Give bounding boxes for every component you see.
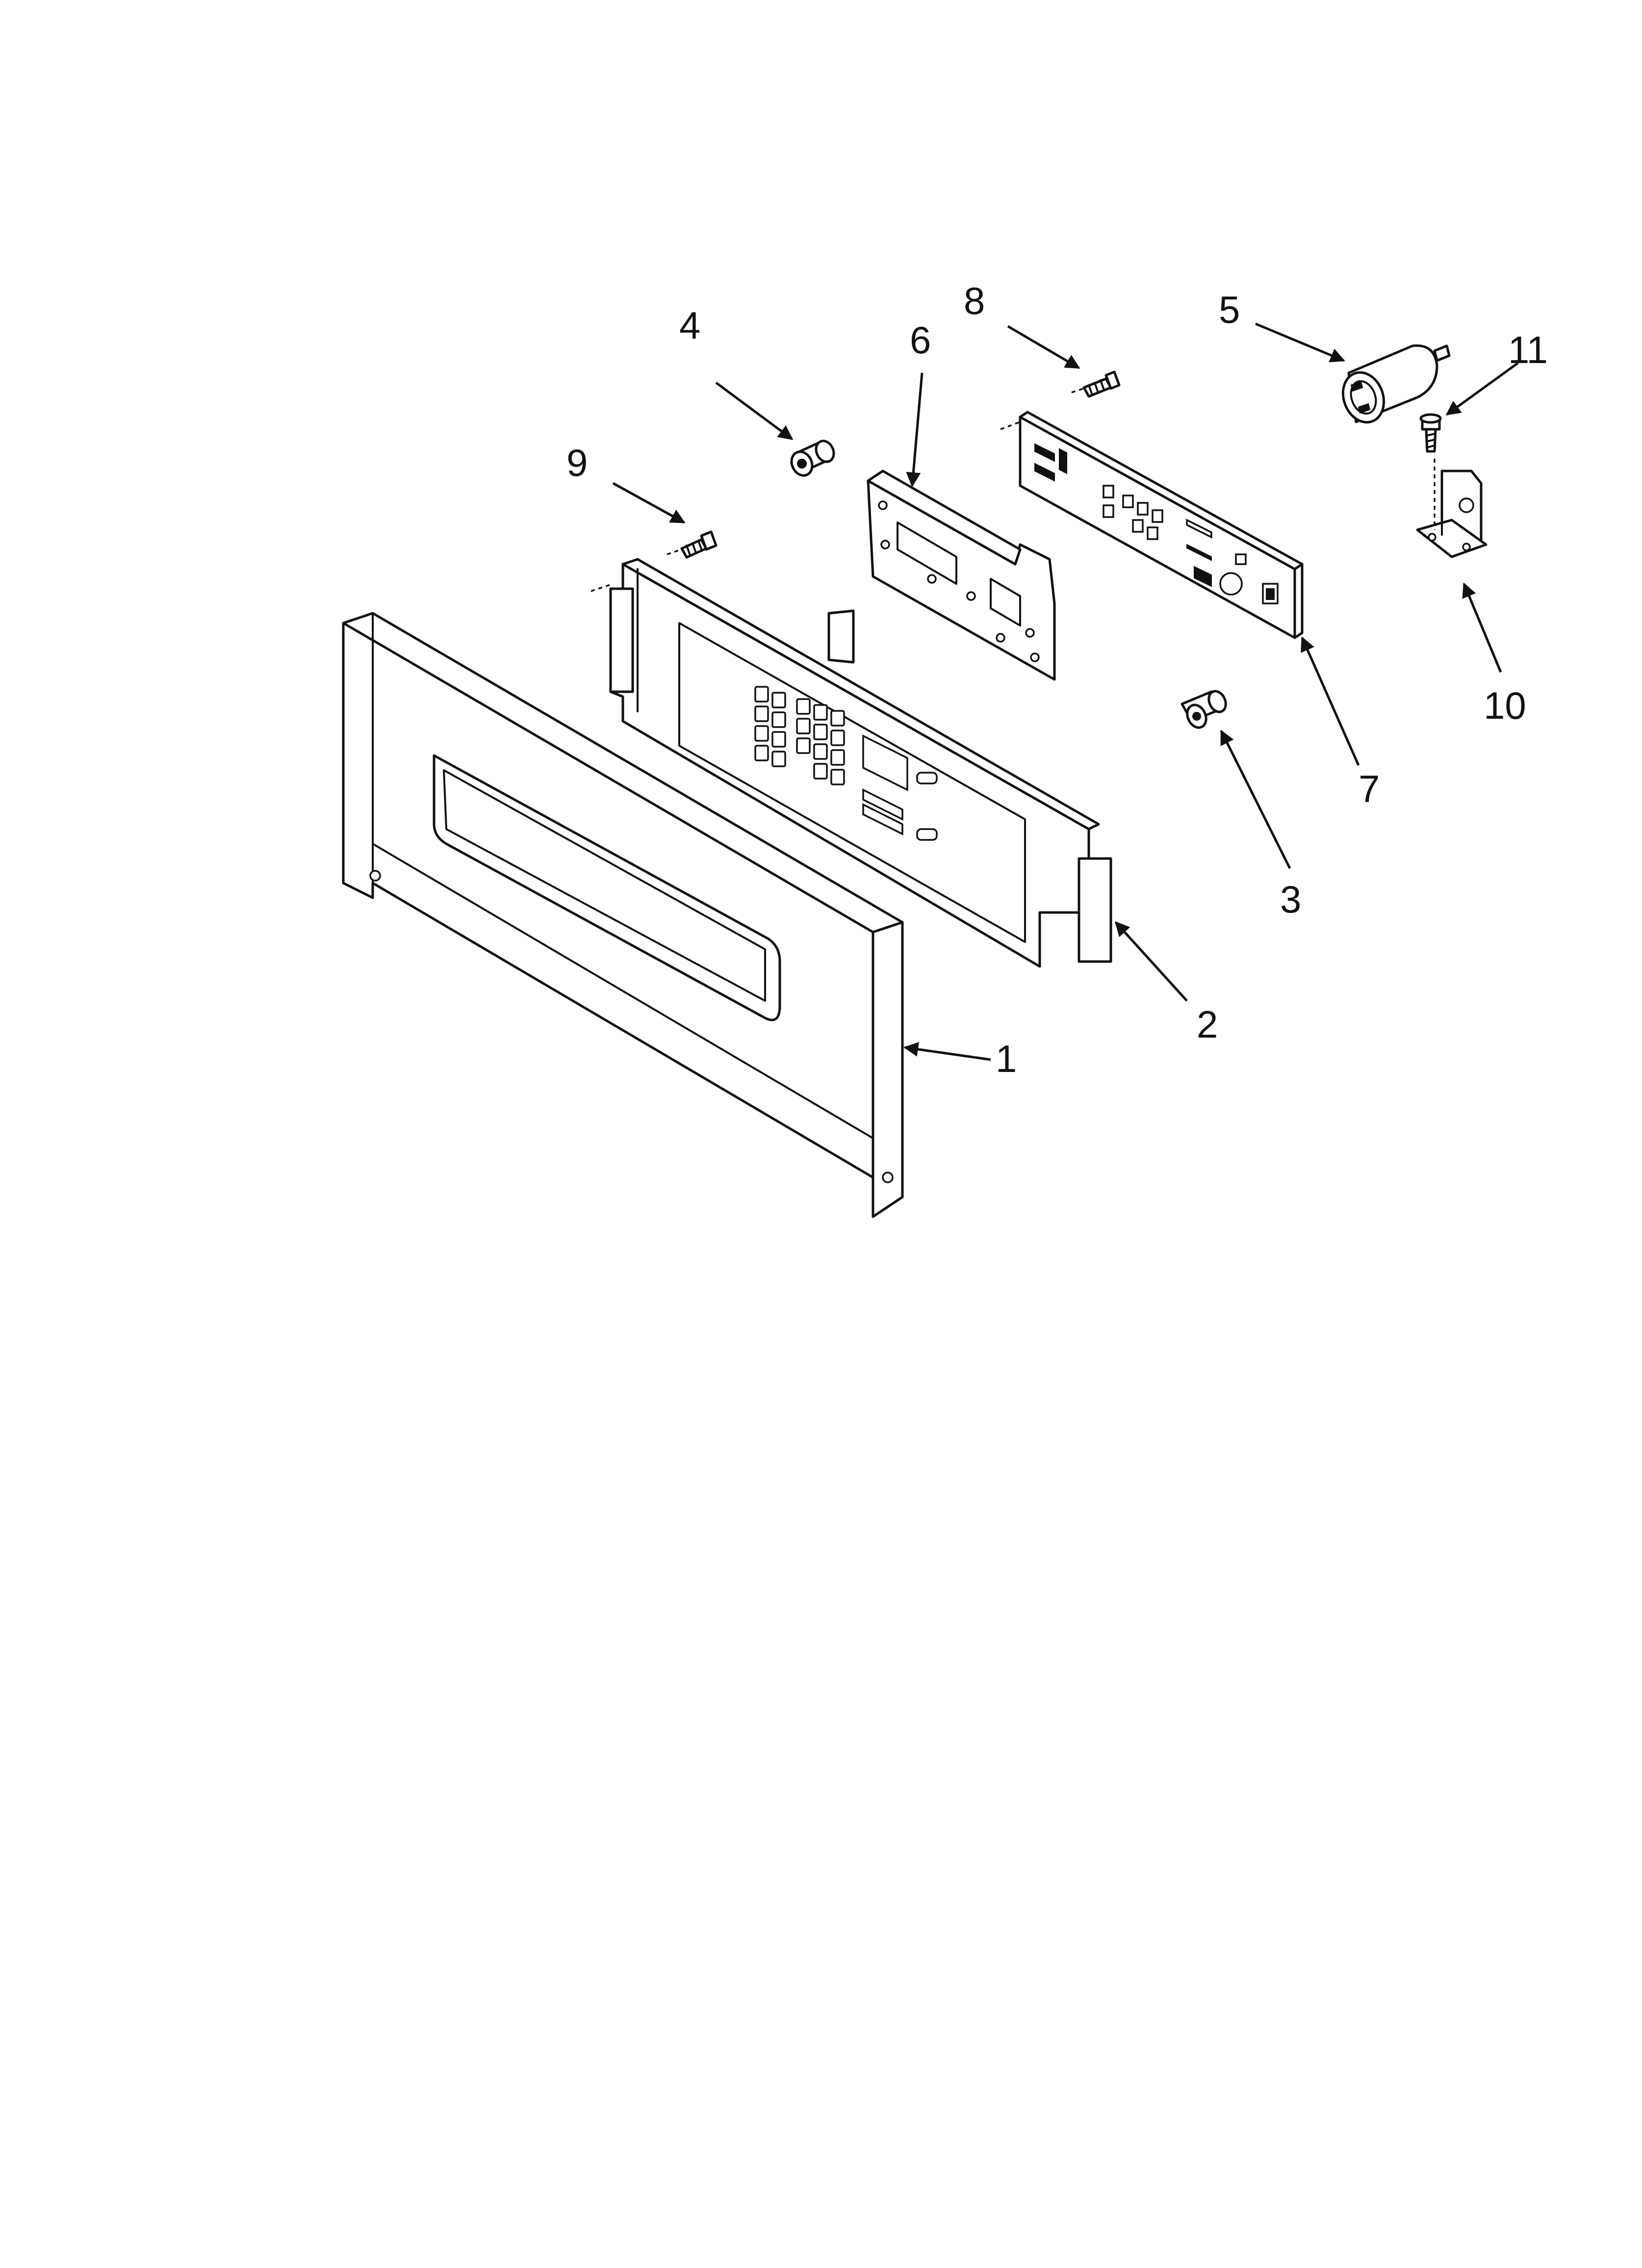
- leader-lines: [612, 322, 1519, 1061]
- screw-8: [1071, 370, 1121, 398]
- callout-6: 6: [910, 318, 931, 362]
- leader-line-1: [903, 1042, 991, 1061]
- callout-9: 9: [566, 441, 588, 484]
- screw-11: [1419, 413, 1442, 453]
- callout-7: 7: [1359, 767, 1380, 810]
- leader-line-6: [906, 372, 924, 487]
- callout-3: 3: [1280, 878, 1301, 921]
- control-board: [1000, 411, 1304, 639]
- callout-5: 5: [1219, 288, 1240, 331]
- callout-4: 4: [679, 304, 700, 347]
- keypad: [754, 686, 938, 841]
- connector: [1341, 344, 1451, 424]
- mounting-bracket: [1416, 459, 1488, 558]
- leader-line-5: [1255, 322, 1345, 363]
- leader-line-11: [1445, 362, 1519, 416]
- leader-line-2: [1114, 921, 1188, 1002]
- leader-line-10: [1462, 582, 1502, 673]
- control-panel-bracket: [590, 558, 1112, 968]
- keypad-overlay: [867, 469, 1056, 681]
- callout-11: 11: [1508, 328, 1548, 371]
- screw-9: [667, 530, 718, 559]
- callout-labels: 1 2 3 4 5 6 7 8 9 10 11: [566, 279, 1548, 1080]
- console-trim: [342, 612, 904, 1218]
- leader-line-8: [1007, 325, 1080, 369]
- spacer-3: [1180, 690, 1227, 729]
- spacer-4: [790, 440, 835, 477]
- callout-8: 8: [964, 279, 985, 322]
- leader-line-3: [1220, 730, 1291, 869]
- callout-2: 2: [1197, 1003, 1218, 1046]
- board-components: [1034, 443, 1279, 604]
- callout-10: 10: [1484, 684, 1526, 727]
- leader-line-7: [1301, 636, 1360, 766]
- leader-line-9: [612, 482, 686, 524]
- callout-1: 1: [996, 1037, 1017, 1080]
- leader-line-4: [715, 381, 794, 441]
